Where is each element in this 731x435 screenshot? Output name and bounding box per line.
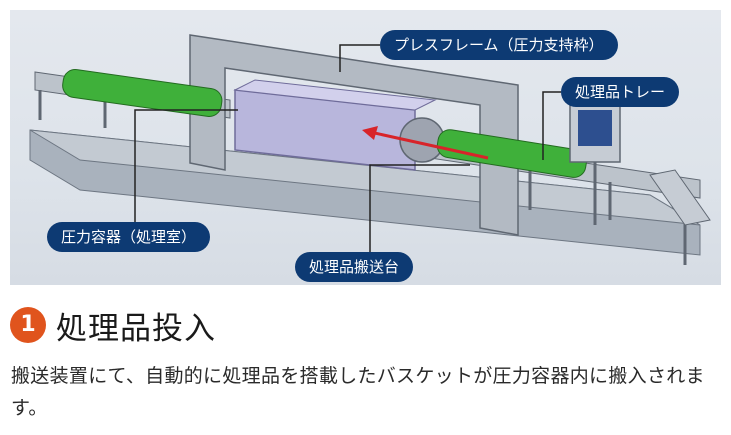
machine-illustration: プレスフレーム（圧力支持枠） 処理品トレー 圧力容器（処理室） 処理品搬送台	[10, 10, 721, 285]
step-heading: 1 処理品投入	[10, 303, 216, 347]
insertion-arrow	[369, 130, 489, 160]
label-tray: 処理品トレー	[561, 77, 680, 107]
step-title: 処理品投入	[56, 310, 216, 347]
label-press-frame: プレスフレーム（圧力支持枠）	[380, 30, 618, 60]
step-description: 搬送装置にて、自動的に処理品を搭載したバスケットが圧力容器内に搬入されます。	[11, 365, 705, 419]
product-left	[62, 69, 223, 117]
right-guard	[649, 169, 711, 226]
leader-tray	[542, 91, 561, 160]
step-number-badge: 1	[10, 307, 46, 343]
label-pressure-vessel: 圧力容器（処理室）	[47, 222, 211, 252]
leader-vessel	[134, 109, 238, 222]
leader-press	[339, 44, 380, 72]
label-carrier: 処理品搬送台	[295, 252, 414, 282]
machine-drawing	[29, 34, 711, 265]
leader-carrier	[369, 164, 470, 252]
press-frame	[189, 34, 519, 236]
product-right	[436, 129, 587, 178]
vessel-top	[233, 79, 437, 111]
